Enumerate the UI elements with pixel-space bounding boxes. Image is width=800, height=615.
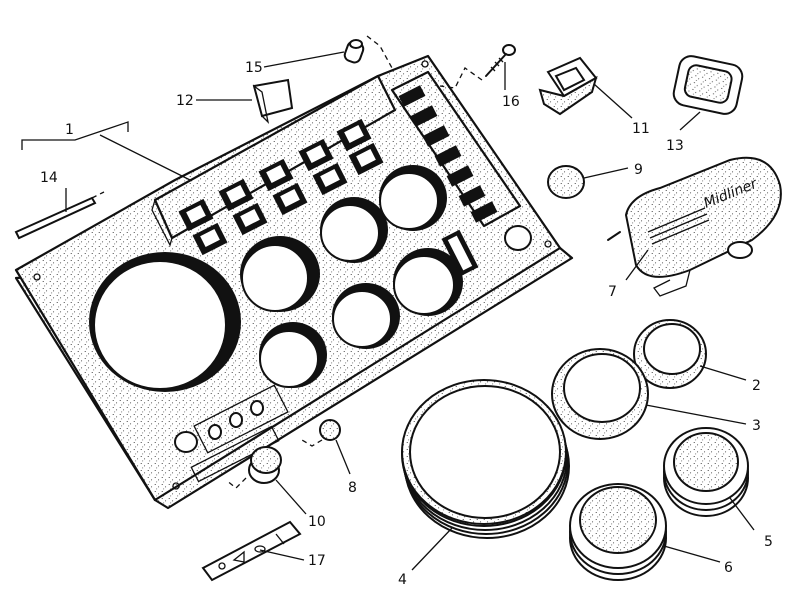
callout-1: 1 — [65, 122, 74, 138]
callout-9: 9 — [634, 162, 643, 178]
trim-strip — [14, 191, 105, 240]
small-gauge-bezel — [633, 319, 707, 389]
callout-13: 13 — [666, 138, 684, 154]
callout-6: 6 — [724, 560, 733, 576]
callout-3: 3 — [752, 418, 761, 434]
callout-16: 16 — [502, 94, 520, 110]
small-gauge-2 — [569, 483, 667, 581]
callout-4: 4 — [398, 572, 407, 588]
warning-light-column — [390, 70, 522, 228]
panel-screw — [439, 44, 516, 89]
symbol-strip — [201, 520, 302, 582]
instrument-panel — [14, 54, 574, 510]
control-knob — [547, 165, 585, 199]
callout-17: 17 — [308, 553, 326, 569]
callout-11: 11 — [632, 121, 650, 137]
callout-14: 14 — [40, 170, 58, 186]
callout-8: 8 — [348, 480, 357, 496]
indicator-lens — [672, 55, 744, 115]
panel-clip — [252, 78, 294, 124]
instrument-cover: Midliner — [607, 156, 782, 297]
medium-gauge-bezel — [551, 348, 649, 440]
leader-lines — [21, 51, 755, 571]
callout-15: 15 — [245, 60, 263, 76]
large-gauge-bezel — [401, 379, 570, 539]
callout-2: 2 — [752, 378, 761, 394]
callout-labels: 1 2 3 4 5 6 7 8 9 10 11 12 13 14 15 16 1… — [40, 60, 773, 588]
rotary-knob — [225, 446, 282, 489]
callout-5: 5 — [764, 534, 773, 550]
switch-knob — [301, 419, 341, 447]
gauge-openings — [89, 165, 463, 392]
callout-12: 12 — [176, 93, 194, 109]
callout-7: 7 — [608, 284, 617, 300]
small-gauge — [663, 427, 749, 517]
callout-10: 10 — [308, 514, 326, 530]
rocker-switch — [538, 56, 598, 116]
bulb-holder — [343, 35, 393, 69]
switch-windows — [178, 118, 384, 256]
